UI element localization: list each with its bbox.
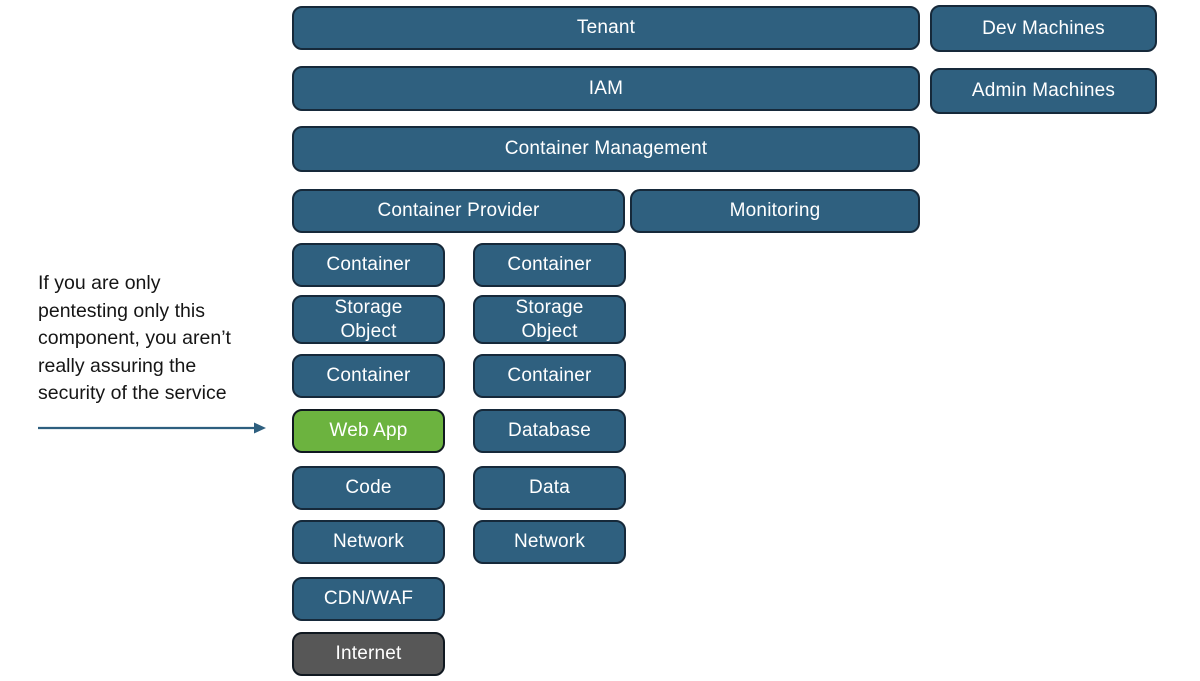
annotation-line: If you are only bbox=[38, 272, 161, 294]
box-internet: Internet bbox=[292, 632, 445, 676]
box-label: Storage Object bbox=[334, 296, 403, 342]
box-database: Database bbox=[473, 409, 626, 453]
box-label: Storage Object bbox=[515, 296, 584, 342]
annotation-note: If you are only pentesting only this com… bbox=[38, 270, 288, 408]
box-cdn-waf: CDN/WAF bbox=[292, 577, 445, 621]
box-data: Data bbox=[473, 466, 626, 510]
annotation-arrow-icon bbox=[38, 422, 266, 434]
box-container-provider: Container Provider bbox=[292, 189, 625, 233]
box-code: Code bbox=[292, 466, 445, 510]
box-container-management: Container Management bbox=[292, 126, 920, 172]
box-tenant: Tenant bbox=[292, 6, 920, 50]
box-network-a: Network bbox=[292, 520, 445, 564]
box-container-b1: Container bbox=[473, 243, 626, 287]
box-storage-object-b: Storage Object bbox=[473, 295, 626, 344]
box-admin-machines: Admin Machines bbox=[930, 68, 1157, 114]
box-iam: IAM bbox=[292, 66, 920, 111]
box-storage-object-a: Storage Object bbox=[292, 295, 445, 344]
box-container-a2: Container bbox=[292, 354, 445, 398]
box-container-b2: Container bbox=[473, 354, 626, 398]
annotation-line: security of the service bbox=[38, 382, 227, 404]
box-web-app: Web App bbox=[292, 409, 445, 453]
annotation-line: really assuring the bbox=[38, 354, 197, 377]
box-monitoring: Monitoring bbox=[630, 189, 920, 233]
annotation-line: pentesting only this bbox=[38, 299, 205, 322]
box-container-a1: Container bbox=[292, 243, 445, 287]
annotation-line: component, you aren’t bbox=[38, 327, 231, 349]
box-network-b: Network bbox=[473, 520, 626, 564]
box-dev-machines: Dev Machines bbox=[930, 5, 1157, 52]
